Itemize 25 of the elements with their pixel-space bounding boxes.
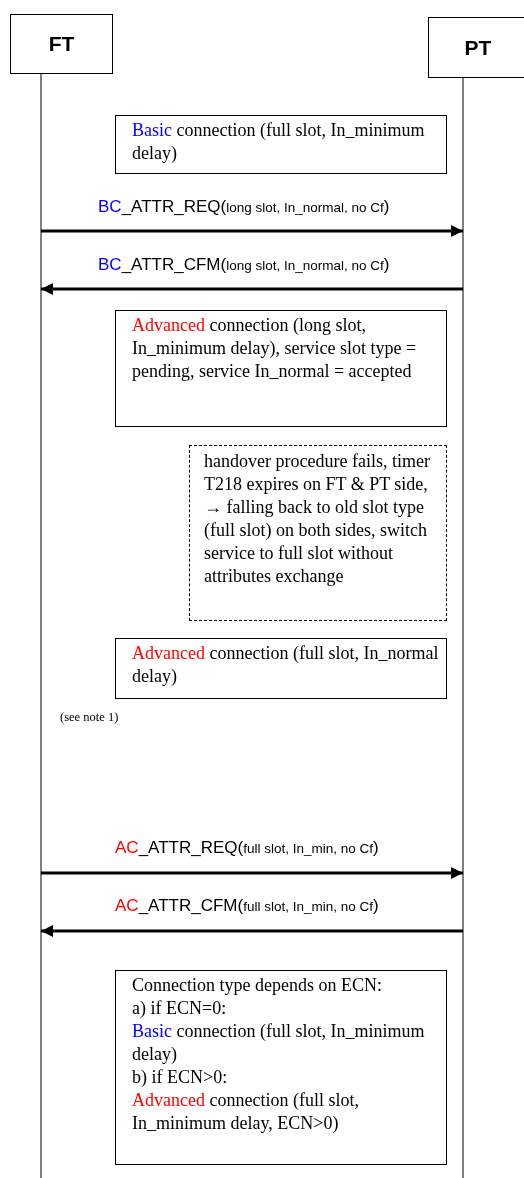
message-label: BC_ATTR_CFM(long slot, In_normal, no Cf) [98, 255, 390, 276]
message-label: AC_ATTR_REQ(full slot, In_min, no Cf) [115, 838, 379, 859]
message-arrow [41, 283, 463, 295]
note-text: Connection type depends on ECN: [132, 974, 383, 997]
note-text: Basic connection (full slot, In_minimum delay) [132, 119, 426, 165]
message-arrow [41, 867, 463, 879]
message-label: BC_ATTR_REQ(long slot, In_normal, no Cf) [98, 197, 390, 218]
message-label: AC_ATTR_CFM(full slot, In_min, no Cf) [115, 896, 379, 917]
message-arrow [41, 925, 463, 937]
note-text: Basic connection (full slot, In_minimum delay) [132, 1020, 426, 1066]
note-text: Advanced connection (full slot, In_minimum delay, ECN>0) [132, 1089, 360, 1135]
note-box [115, 970, 447, 1165]
note-text: Advanced connection (full slot, In_normal delay) [132, 642, 440, 688]
message-arrow [41, 225, 463, 237]
note-box [115, 115, 447, 174]
note-box [189, 445, 447, 621]
participant-box: FT [10, 14, 113, 74]
note-box [115, 638, 447, 699]
note-reference: (see note 1) [60, 710, 119, 725]
note-text: Advanced connection (long slot, In_minimum delay), service slot type = pending, service In_normal = accepted [132, 314, 418, 383]
participant-box: PT [428, 17, 524, 78]
note-text: handover procedure fails, timer T218 expires on FT & PT side, → falling back to old slot type (full slot) on both sides, switch service to full slot without attributes exchange [204, 450, 431, 588]
note-text: a) if ECN=0: [132, 997, 228, 1020]
note-box [115, 310, 447, 427]
note-text: b) if ECN>0: [132, 1066, 229, 1089]
